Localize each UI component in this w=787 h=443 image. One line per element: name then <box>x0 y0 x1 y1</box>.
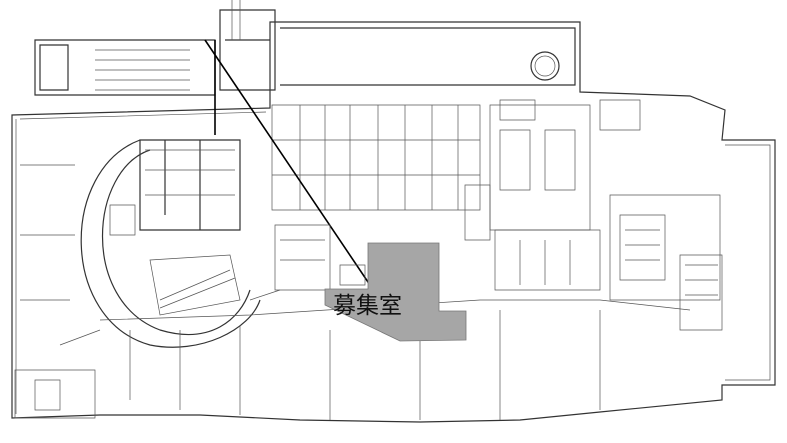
atrium-curve <box>102 149 251 335</box>
circular-feature <box>530 51 560 81</box>
highlighted-room-label: 募集室 <box>333 293 402 319</box>
room-grid <box>271 104 481 211</box>
building-outline <box>11 21 776 423</box>
leader-line <box>204 39 371 286</box>
entrance-structure <box>34 39 216 96</box>
highlighted-room-area <box>324 242 467 342</box>
